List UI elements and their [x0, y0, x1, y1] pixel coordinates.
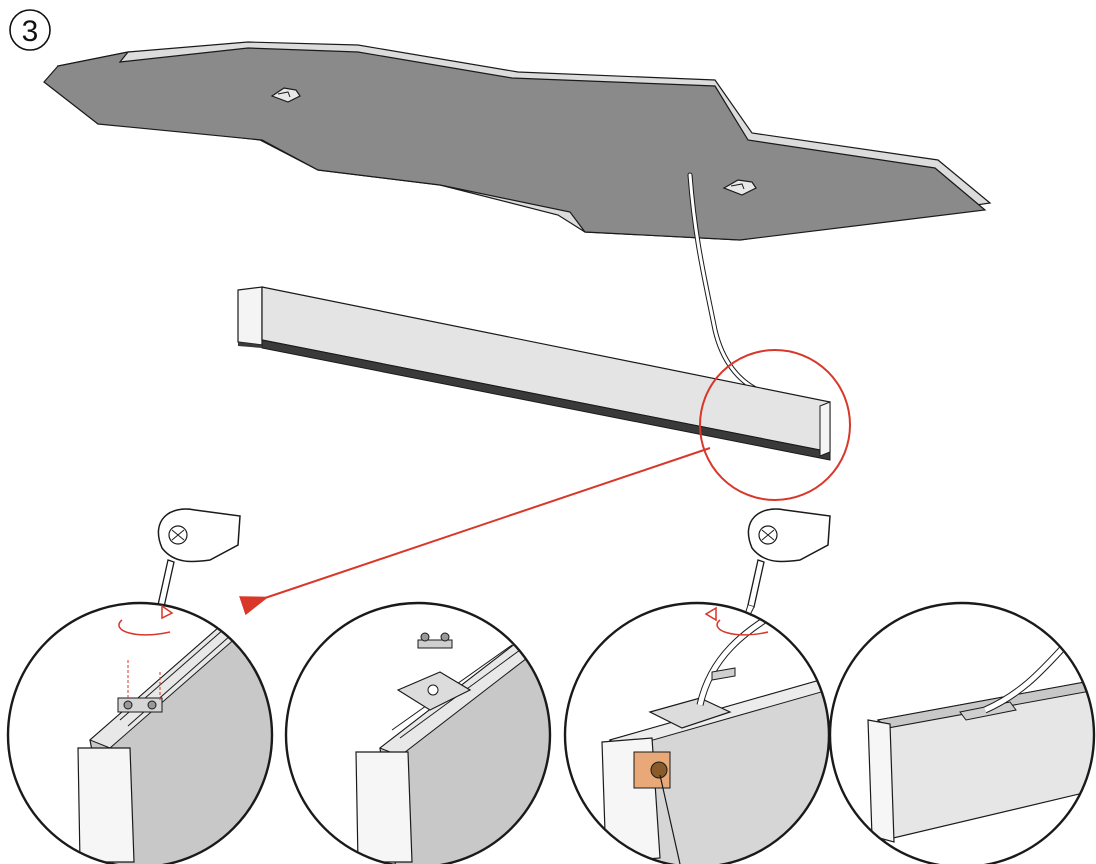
- callout-arrow: [239, 447, 711, 616]
- detail-plate-removed: [284, 601, 552, 864]
- detail-remove-cover-plate: [6, 601, 274, 864]
- ceiling-panel-icon: [43, 41, 992, 241]
- mounting-clip-icon: [270, 87, 301, 103]
- step-number-badge: 3: [9, 9, 51, 51]
- linear-light-fixture-icon: [237, 286, 831, 461]
- callout-circle: [699, 349, 851, 501]
- detail-wire-connection: [563, 601, 831, 864]
- hand-holding-screwdriver-icon: [739, 508, 831, 632]
- hand-holding-screwdriver-icon: [149, 508, 241, 632]
- screw-icon: [440, 632, 450, 642]
- screw-icon: [420, 632, 430, 642]
- terminal-block-icon: [633, 751, 671, 789]
- step-number: 3: [22, 15, 39, 48]
- mounting-clip-icon: [722, 179, 757, 196]
- rotation-arrow-icon: [118, 619, 171, 636]
- rotation-arrow-icon: [716, 619, 769, 636]
- detail-fixture-assembled: [828, 601, 1096, 864]
